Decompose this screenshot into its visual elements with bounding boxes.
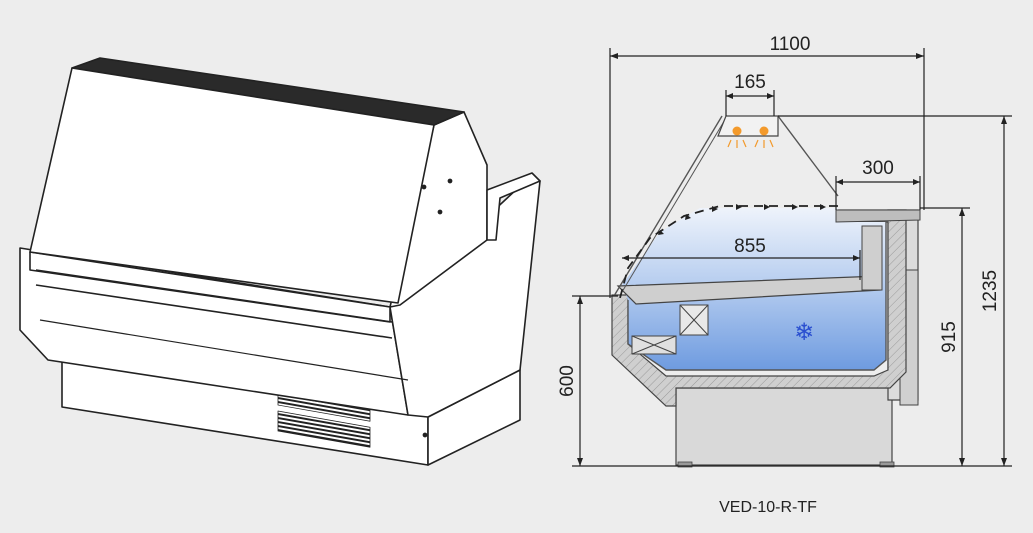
counter-perspective-view [19, 57, 541, 466]
model-label: VED-10-R-TF [719, 499, 817, 516]
dim-base-height: 600 [557, 365, 578, 397]
cross-section: ❄ [557, 34, 1012, 468]
dim-shelf-depth: 300 [862, 158, 894, 179]
dim-display-depth: 855 [734, 236, 766, 257]
dim-total-width: 1100 [770, 34, 811, 55]
dimension-lines [572, 48, 1012, 467]
lamp-housing [717, 115, 779, 137]
lamp-icon [727, 126, 774, 148]
dim-total-height: 1235 [980, 270, 1001, 312]
dim-counter-height: 915 [939, 321, 960, 353]
snowflake-icon: ❄ [794, 318, 814, 346]
dim-lamp-width: 165 [734, 72, 766, 93]
base-stand [675, 387, 893, 466]
